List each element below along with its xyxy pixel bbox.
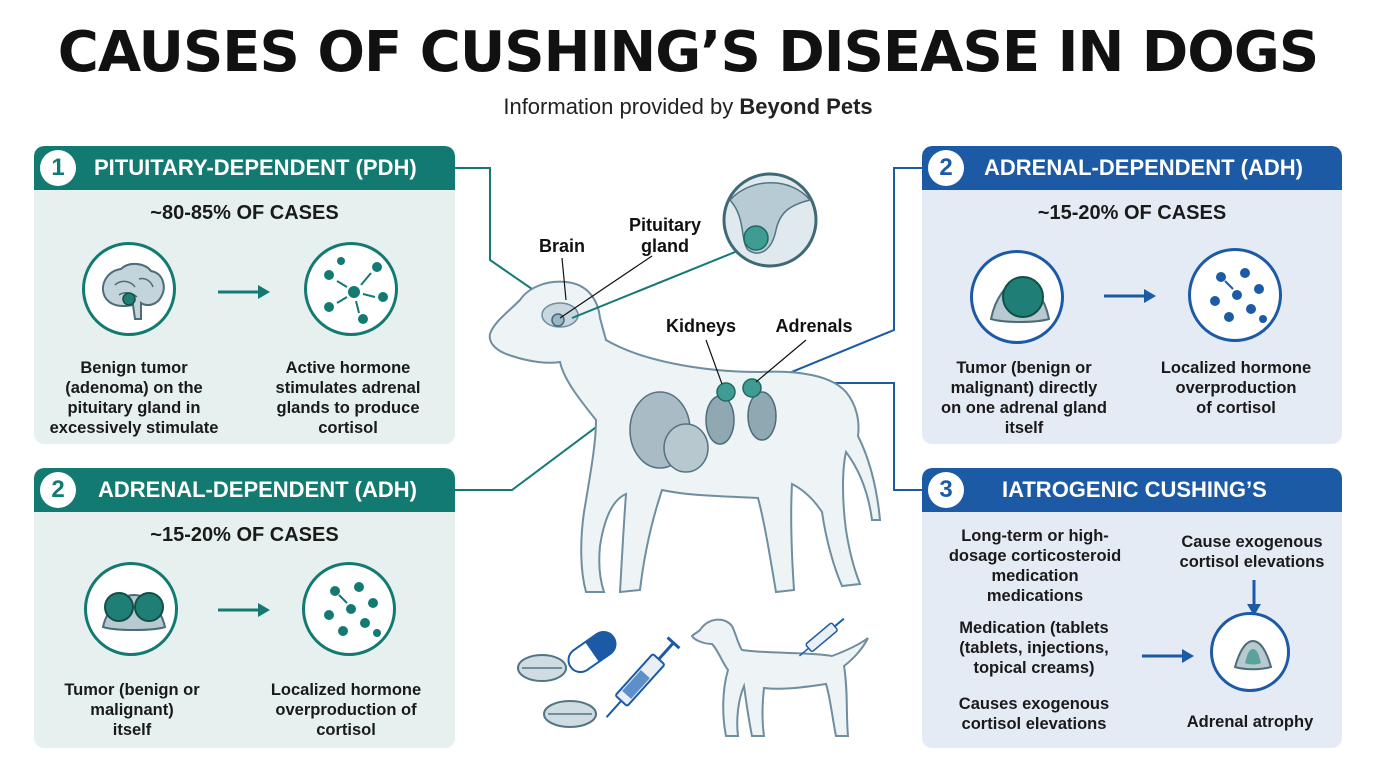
page-title: CAUSES OF CUSHING’S DISEASE IN DOGS [57,20,1319,85]
text-line: topical creams) [973,659,1095,677]
connector-adh-right [759,167,922,386]
panel-adh-right-header: 2 ADRENAL-DEPENDENT (ADH) [922,146,1342,190]
text-line: malignant) [90,701,174,719]
brain-icon [82,242,176,336]
panel-iatrogenic: 3 IATROGENIC CUSHING’S Long-term or high… [922,468,1342,748]
panel-adh-right-title: ADRENAL-DEPENDENT (ADH) [984,155,1303,180]
pills-icon [517,654,597,728]
adrenal-tumors-icon [84,562,178,656]
panel-pdh-left-text: Benign tumor (adenoma) on the pituitary … [36,358,232,438]
panel-pdh-cases: ~80-85% OF CASES [150,202,339,224]
text-line: pituitary gland in [67,399,201,417]
arrow-down-icon [1247,580,1261,616]
text-line: overproduction [1175,379,1297,397]
text-line: on one adrenal gland [941,399,1107,417]
panel-adh-right-cases: ~15-20% OF CASES [1037,202,1227,224]
text-line: cortisol elevations [1179,553,1325,571]
arrow-right-icon [218,285,270,299]
text-line: dosage corticosteroid [948,547,1122,565]
text-line: Tumor (benign or [956,359,1092,377]
capsule-icon [567,630,617,674]
text-line: itself [112,721,152,739]
text-line: Benign tumor [80,359,188,377]
subtitle-prefix: Information provided by [503,94,740,119]
text-line: cortisol [316,721,376,739]
panel-adh-left-cases: ~15-20% OF CASES [150,524,339,546]
panel-iatrogenic-result-label: Adrenal atrophy [1186,713,1314,731]
panel-adh-right-left-text: Tumor (benign or malignant) directly on … [926,358,1122,438]
panel-iatrogenic-header: 3 IATROGENIC CUSHING’S [922,468,1342,512]
panel-iatrogenic-title: IATROGENIC CUSHING’S [1002,477,1267,502]
text-line: stimulates adrenal [275,379,421,397]
label-adrenals: Adrenals [775,316,853,336]
label-kidneys: Kidneys [665,316,737,336]
text-line: (tablets, injections, [959,639,1109,657]
hormone-stimulation-icon [304,242,398,336]
atrophied-adrenal-icon [1210,612,1290,692]
text-line: Medication (tablets [959,619,1109,637]
panel-adh-left-right-text: Localized hormone overproduction of cort… [248,680,444,740]
text-line: itself [1004,419,1044,437]
label-pituitary-gland: Pituitary gland [618,215,712,257]
panel-adh-right: 2 ADRENAL-DEPENDENT (ADH) ~15-20% OF CAS… [922,146,1342,444]
pituitary-zoom-icon [722,172,818,268]
text-line: of cortisol [1196,399,1276,417]
panel-iatrogenic-text-b: Medication (tablets (tablets, injections… [934,618,1134,678]
text-line: Active hormone [285,359,411,377]
panel-iatrogenic-text-a: Long-term or high- dosage corticosteroid… [928,526,1142,606]
arrow-right-icon [1104,289,1156,303]
cortisol-molecules-icon [1188,248,1282,342]
syringe-icon [605,636,681,718]
panel-pdh-header: 1 PITUITARY-DEPENDENT (PDH) [34,146,455,190]
text-line: excessively stimulate [49,419,219,437]
panel-pdh-title: PITUITARY-DEPENDENT (PDH) [94,155,417,180]
panel-pdh-number: 1 [40,150,76,186]
text-line: Localized hormone [270,681,422,699]
brand-name: Beyond Pets [739,94,873,119]
connector-pdh [455,167,549,301]
text-line: medication [991,567,1079,585]
arrow-right-icon [218,603,270,617]
panel-adh-left-number: 2 [40,472,76,508]
arrow-right-icon [1142,649,1194,663]
label-brain: Brain [538,236,585,256]
dog-anatomy-illustration [488,280,882,594]
text-line: glands to produce [276,399,420,417]
text-line: cortisol elevations [961,715,1107,733]
panel-adh-left: 2 ADRENAL-DEPENDENT (ADH) ~15-20% OF CAS… [34,468,455,748]
text-line: malignant) directly [950,379,1098,397]
text-line: Long-term or high- [961,527,1109,545]
label-pituitary-line-1: Pituitary [628,215,702,235]
text-line: cortisol [318,419,378,437]
panel-iatrogenic-text-c: Causes exogenous cortisol elevations [934,694,1134,734]
panel-pdh-right-text: Active hormone stimulates adrenal glands… [248,358,448,438]
text-line: overproduction of [275,701,417,719]
cortisol-molecules-icon [302,562,396,656]
dog-injection-icon [690,617,869,737]
text-line: Causes exogenous [958,695,1110,713]
label-pituitary-line-2: gland [641,236,689,256]
text-line: (adenoma) on the [65,379,203,397]
panel-adh-right-right-text: Localized hormone overproduction of cort… [1138,358,1334,418]
panel-adh-left-left-text: Tumor (benign or malignant) itself [38,680,226,740]
panel-adh-left-header: 2 ADRENAL-DEPENDENT (ADH) [34,468,455,512]
text-line: Tumor (benign or [64,681,200,699]
adrenal-gland-tumor-icon [970,250,1064,344]
panel-adh-left-title: ADRENAL-DEPENDENT (ADH) [98,477,417,502]
panel-adh-right-number: 2 [928,150,964,186]
text-line: Cause exogenous [1181,533,1323,551]
panel-iatrogenic-number: 3 [928,472,964,508]
panel-pdh: 1 PITUITARY-DEPENDENT (PDH) ~80-85% OF C… [34,146,455,444]
panel-iatrogenic-text-d: Cause exogenous cortisol elevations [1166,532,1338,572]
text-line: medications [986,587,1084,605]
text-line: Localized hormone [1160,359,1312,377]
page-subtitle: Information provided by Beyond Pets [0,94,1376,120]
